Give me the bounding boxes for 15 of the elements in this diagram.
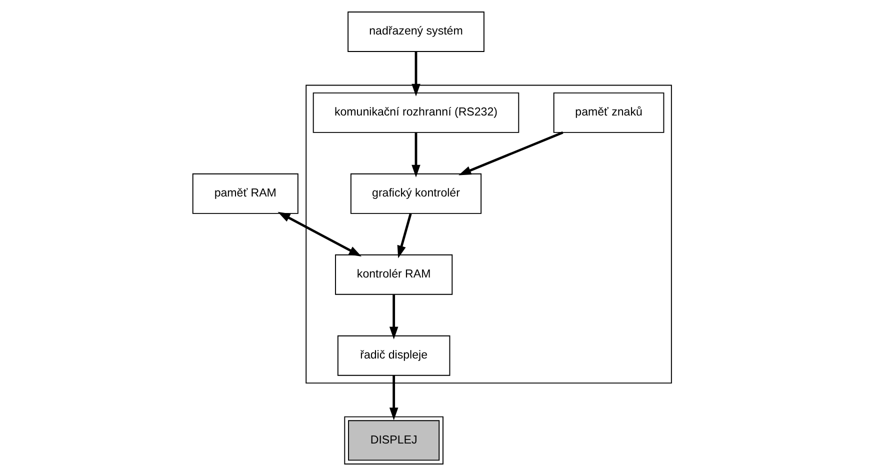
arrow — [458, 131, 564, 176]
node-box: paměť RAM — [192, 173, 298, 214]
arrow — [412, 52, 420, 96]
node-box: nadřazený systém — [348, 11, 484, 52]
arrow — [412, 132, 420, 178]
arrow — [397, 213, 412, 258]
arrow — [278, 212, 362, 256]
arrow — [389, 294, 398, 340]
node-box: kontrolér RAM — [335, 254, 453, 295]
node-box: paměť znaků — [553, 92, 664, 133]
node-box: grafický kontrolér — [350, 173, 482, 214]
arrow — [389, 375, 398, 420]
node-box: komunikační rozhranní (RS232) — [312, 92, 520, 133]
node-box: řadič displeje — [337, 335, 450, 376]
node-box: DISPLEJ — [344, 416, 444, 465]
